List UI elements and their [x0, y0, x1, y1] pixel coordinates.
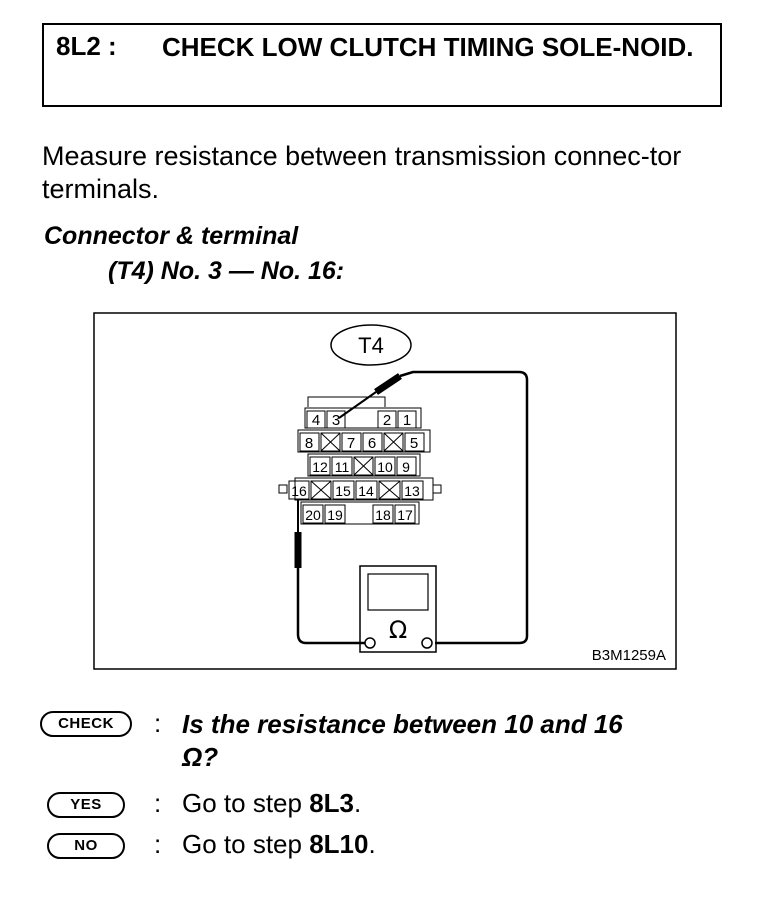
- pin-label: 5: [410, 435, 418, 452]
- no-badge: NO: [47, 833, 125, 859]
- pin-label: 20: [305, 507, 321, 523]
- connector-diagram: T4 4 3 2 1 8 7 6 5 12: [93, 312, 677, 670]
- check-question-line2: Ω?: [182, 742, 219, 772]
- check-question-line1: Is the resistance between 10 and 16: [182, 709, 623, 739]
- pin-label: 10: [377, 459, 393, 475]
- step-id: 8L2 :: [56, 31, 117, 61]
- check-question: Is the resistance between 10 and 16 Ω?: [182, 708, 727, 774]
- connector-body: [278, 396, 442, 525]
- step-header-box: 8L2 : CHECK LOW CLUTCH TIMING SOLE-NOID.: [42, 23, 722, 107]
- pin-label: 16: [291, 483, 307, 499]
- no-target-step[interactable]: 8L10: [309, 829, 369, 859]
- pin-label: 18: [375, 507, 391, 523]
- no-answer: Go to step 8L10.: [182, 829, 376, 860]
- no-answer-suffix: .: [368, 829, 376, 859]
- pin-label: 17: [397, 507, 413, 523]
- yes-answer-suffix: .: [354, 788, 362, 818]
- pin-label: 4: [312, 412, 320, 429]
- pin-label: 6: [368, 435, 376, 452]
- pin-label: 2: [383, 412, 391, 429]
- pin-label: 11: [335, 459, 350, 475]
- connector-pins: 4 3 2 1 8 7 6 5 12 11 10 9 16: [288, 410, 425, 524]
- connector-label-ellipse: [330, 324, 412, 366]
- check-colon: :: [154, 708, 162, 738]
- pin-label: 15: [335, 483, 351, 499]
- ohm-symbol: Ω: [389, 616, 407, 644]
- connector-label: T4: [358, 333, 384, 358]
- step-title: CHECK LOW CLUTCH TIMING SOLE-NOID.: [162, 32, 694, 62]
- instruction-text: Measure resistance between transmission …: [42, 141, 682, 204]
- figure-frame: [93, 312, 677, 670]
- figure-code: B3M1259A: [592, 647, 666, 664]
- probe-lead-negative: [294, 499, 369, 645]
- yes-target-step[interactable]: 8L3: [309, 788, 354, 818]
- pin-label: 14: [358, 483, 374, 499]
- yes-badge: YES: [47, 792, 125, 818]
- yes-colon: :: [154, 788, 162, 818]
- pin-label: 13: [404, 483, 420, 499]
- pin-label: 12: [312, 459, 328, 475]
- yes-answer: Go to step 8L3.: [182, 788, 361, 819]
- pin-label: 3: [332, 412, 340, 429]
- yes-answer-prefix: Go to step: [182, 788, 310, 818]
- no-answer-prefix: Go to step: [182, 829, 310, 859]
- probe-lead-positive: [338, 370, 529, 645]
- pin-label: 8: [305, 435, 313, 452]
- no-colon: :: [154, 829, 162, 859]
- pin-label: 7: [347, 435, 355, 452]
- connector-heading: Connector & terminal: [44, 222, 299, 250]
- pin-label: 1: [403, 412, 411, 429]
- connector-terminals: (T4) No. 3 — No. 16:: [108, 257, 345, 285]
- pin-label: 19: [327, 507, 343, 523]
- check-badge: CHECK: [40, 711, 132, 737]
- pin-label: 9: [402, 459, 410, 475]
- ohmmeter: [359, 565, 437, 653]
